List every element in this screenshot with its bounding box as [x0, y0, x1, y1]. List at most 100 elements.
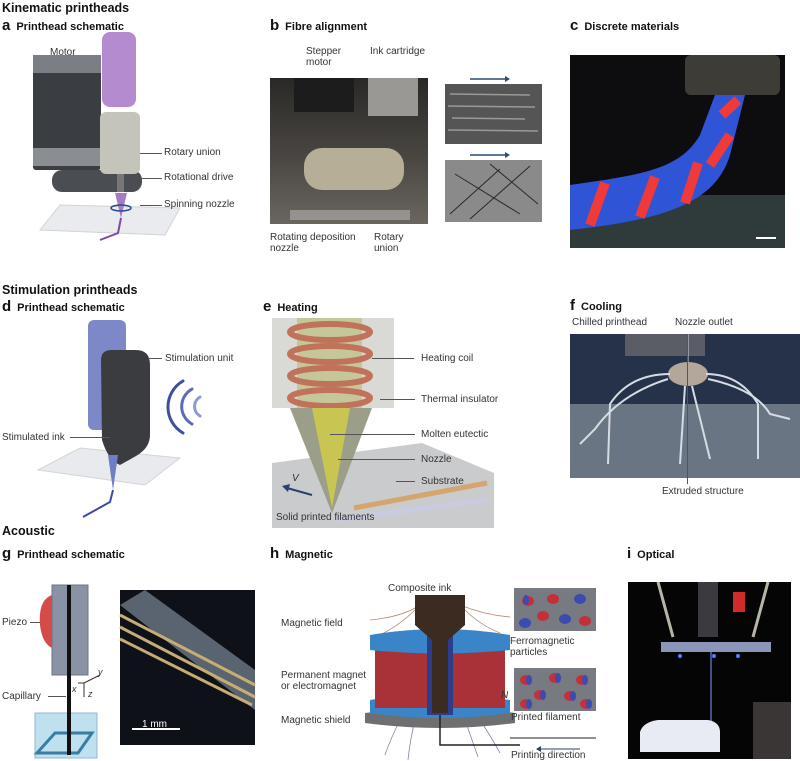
printed-filament-silver — [333, 497, 488, 523]
fibre-printer-photo — [270, 78, 428, 224]
velocity-arrow-icon — [286, 487, 313, 496]
aligned-particles — [520, 673, 592, 709]
aligned-fibres-image — [445, 84, 542, 144]
label-pole-n: N — [501, 690, 509, 701]
magnetic-printhead-schematic — [365, 595, 520, 761]
printed-object — [640, 720, 720, 752]
spider-body — [668, 362, 708, 386]
capillary-tube — [67, 585, 71, 755]
panel-d-title-text: Printhead schematic — [17, 302, 125, 314]
discrete-materials-photo — [570, 55, 785, 248]
piezo-element — [39, 595, 52, 648]
label-solid-printed-filaments: Solid printed filaments — [276, 512, 375, 523]
label-scale-1mm: 1 mm — [142, 719, 167, 730]
printhead-schematic-d — [36, 320, 202, 518]
light-source-platform — [661, 642, 771, 652]
extruded-structure — [579, 373, 791, 465]
chilled-printhead — [625, 334, 705, 356]
fibre-micrographs — [445, 76, 542, 222]
random-particles — [519, 594, 591, 628]
panel-g-title-text: Printhead schematic — [17, 549, 125, 561]
particle-insets — [510, 588, 596, 752]
label-rotational-drive: Rotational drive — [164, 172, 234, 183]
panel-g-title: g Printhead schematic — [2, 545, 125, 562]
panel-c-letter: c — [570, 17, 579, 34]
composite-ink-nozzle — [415, 595, 465, 713]
label-thermal-insulator: Thermal insulator — [421, 394, 499, 405]
panel-b-title-text: Fibre alignment — [285, 21, 368, 33]
panel-d-letter: d — [2, 298, 12, 315]
label-spinning-nozzle: Spinning nozzle — [164, 199, 235, 210]
label-stimulation-unit: Stimulation unit — [165, 353, 234, 364]
label-capillary: Capillary — [2, 691, 41, 702]
section-title-kinematic: Kinematic printheads — [2, 1, 130, 15]
printed-filament — [99, 217, 122, 241]
label-magnetic-field: Magnetic field — [281, 618, 343, 629]
stimulation-waves-icon — [166, 379, 202, 435]
spin-arrow-icon — [110, 204, 132, 212]
stimulation-unit — [101, 350, 150, 465]
scale-bar-1mm — [132, 728, 180, 730]
label-extruded-structure: Extruded structure — [662, 486, 744, 497]
label-rotary-union: Rotary union — [164, 147, 221, 158]
substrate-plate-d — [36, 447, 182, 486]
panel-h-letter: h — [270, 545, 280, 562]
panel-g-letter: g — [2, 545, 12, 562]
panel-d-title: d Printhead schematic — [2, 298, 125, 315]
panel-f-title-text: Cooling — [581, 301, 622, 313]
label-stimulated-ink: Stimulated ink — [2, 432, 65, 443]
label-nozzle-outlet: Nozzle outlet — [675, 317, 733, 328]
label-composite-ink: Composite ink — [388, 583, 452, 594]
panel-h-title-text: Magnetic — [285, 549, 333, 561]
label-piezo: Piezo — [2, 617, 28, 628]
label-substrate: Substrate — [421, 476, 464, 487]
panel-e-title-text: Heating — [277, 302, 318, 314]
panel-h-title: h Magnetic — [270, 545, 333, 562]
motor-top — [33, 55, 101, 73]
label-molten-eutectic: Molten eutectic — [421, 429, 489, 440]
motor-base — [33, 148, 101, 166]
panel-b-title: b Fibre alignment — [270, 17, 367, 34]
printed-filament-line — [439, 715, 520, 746]
stimulated-ink — [108, 455, 118, 490]
cooling-photo — [570, 334, 800, 478]
label-velocity: V — [292, 473, 299, 484]
label-magnetic-shield: Magnetic shield — [281, 715, 351, 726]
panel-a-title-text: Printhead schematic — [16, 21, 124, 33]
magnet-left — [375, 650, 430, 708]
nozzle-tip — [685, 55, 780, 95]
extruded-filament — [570, 95, 745, 230]
rotary-union — [100, 112, 140, 174]
panel-e-letter: e — [263, 298, 272, 315]
heating-schematic — [272, 318, 494, 528]
random-fibres-image — [445, 160, 542, 222]
acoustic-micrograph — [119, 590, 256, 745]
scale-bar — [756, 237, 776, 239]
panel-b-letter: b — [270, 17, 280, 34]
section-title-acoustic: Acoustic — [2, 524, 55, 538]
label-chilled-printhead: Chilled printhead — [572, 317, 648, 328]
section-title-stimulation: Stimulation printheads — [2, 283, 138, 297]
label-heating-coil: Heating coil — [421, 353, 474, 364]
label-nozzle: Nozzle — [421, 454, 452, 465]
optical-printing-photo — [628, 581, 791, 759]
axis-x-label: x — [72, 684, 77, 694]
axis-y-label: y — [98, 667, 103, 677]
axis-z-label: z — [88, 689, 93, 699]
label-printed-filament: Printed filament — [511, 712, 581, 723]
label-ink-cartridge: Ink cartridge — [370, 46, 426, 57]
label-printing-direction: Printing direction — [511, 750, 586, 761]
printed-filament-copper — [353, 480, 488, 511]
molten-eutectic — [312, 408, 350, 508]
substrate-plate — [38, 204, 181, 236]
heating-coil — [287, 321, 373, 409]
ink-syringe — [102, 32, 136, 107]
